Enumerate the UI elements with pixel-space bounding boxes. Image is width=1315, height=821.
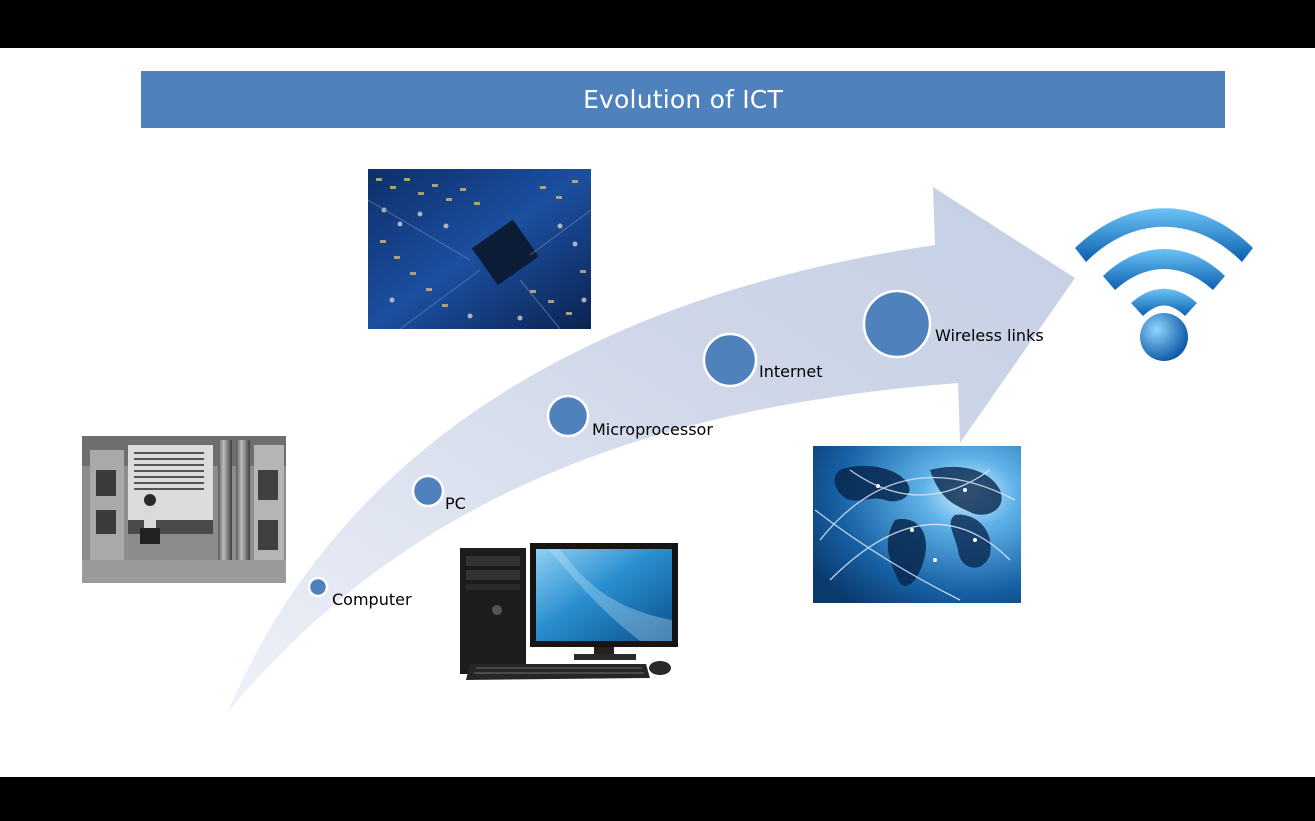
milestone-dot-wireless-links	[862, 289, 932, 359]
milestone-dot-computer	[307, 576, 329, 598]
title-banner: Evolution of ICT	[141, 71, 1225, 128]
bottom-letterbox-bar	[0, 777, 1315, 821]
milestone-dot-pc	[411, 474, 445, 508]
wifi-icon	[1075, 208, 1253, 361]
milestone-label-microprocessor: Microprocessor	[592, 420, 713, 439]
desktop-pc-photo	[460, 543, 678, 680]
mainframe-computer-photo	[82, 436, 286, 583]
circuit-board-photo	[367, 169, 592, 330]
milestone-label-wireless-links: Wireless links	[935, 326, 1044, 345]
top-letterbox-bar	[0, 0, 1315, 48]
milestone-dot-internet	[702, 332, 758, 388]
milestone-label-internet: Internet	[759, 362, 823, 381]
milestone-dot-microprocessor	[546, 394, 590, 438]
world-network-globe-photo	[813, 446, 1021, 603]
milestone-label-computer: Computer	[332, 590, 412, 609]
slide-title: Evolution of ICT	[583, 85, 783, 114]
milestone-label-pc: PC	[445, 494, 466, 513]
